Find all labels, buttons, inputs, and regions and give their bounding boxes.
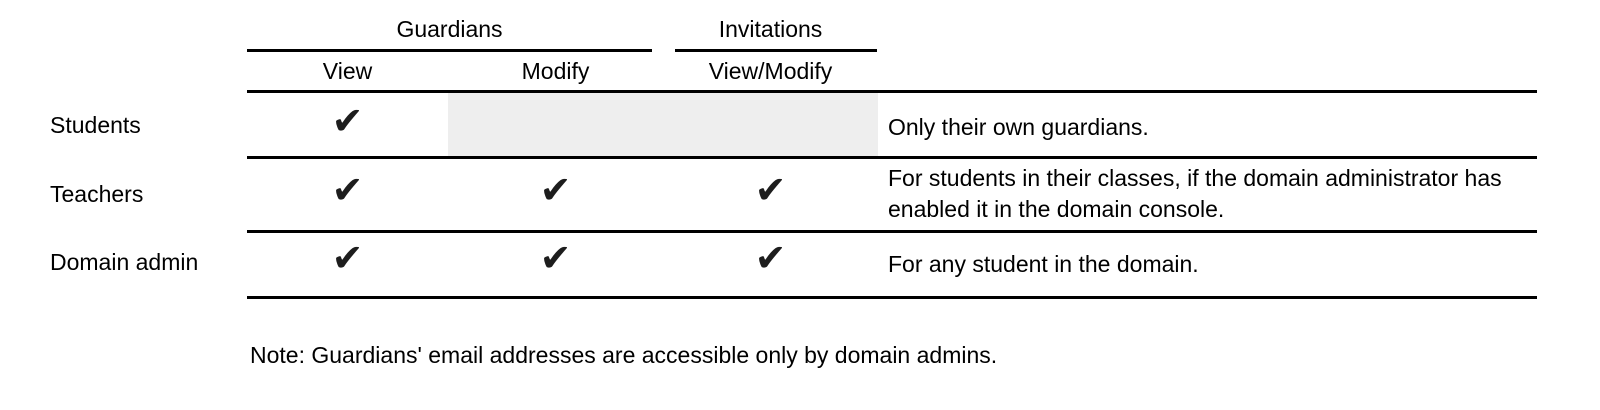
row-label-domain-admin: Domain admin	[50, 249, 199, 275]
row-rule	[247, 156, 1537, 159]
row-rule	[247, 230, 1537, 233]
guardians-underline	[247, 49, 652, 52]
check-icon: ✔	[331, 168, 364, 212]
check-icon: ✔	[754, 236, 787, 280]
row-label-teachers: Teachers	[50, 181, 144, 207]
footnote: Note: Guardians' email addresses are acc…	[250, 342, 998, 368]
row-label-students: Students	[50, 112, 141, 138]
check-icon: ✔	[539, 236, 572, 280]
row-rule	[247, 296, 1537, 299]
row-note-teachers: For students in their classes, if the do…	[888, 165, 1502, 222]
column-header-modify: Modify	[521, 58, 590, 84]
check-icon: ✔	[331, 236, 364, 280]
group-header-guardians: Guardians	[396, 16, 503, 42]
row-note-students: Only their own guardians.	[888, 114, 1149, 140]
check-icon: ✔	[539, 168, 572, 212]
header-rule	[247, 90, 1537, 93]
column-header-view-modify: View/Modify	[708, 58, 833, 84]
no-access-cell	[448, 93, 878, 156]
row-note-domain-admin: For any student in the domain.	[888, 251, 1199, 277]
check-icon: ✔	[754, 168, 787, 212]
invitations-underline	[675, 49, 877, 52]
check-icon: ✔	[331, 99, 364, 143]
group-header-invitations: Invitations	[718, 16, 823, 42]
column-header-view: View	[322, 58, 373, 84]
